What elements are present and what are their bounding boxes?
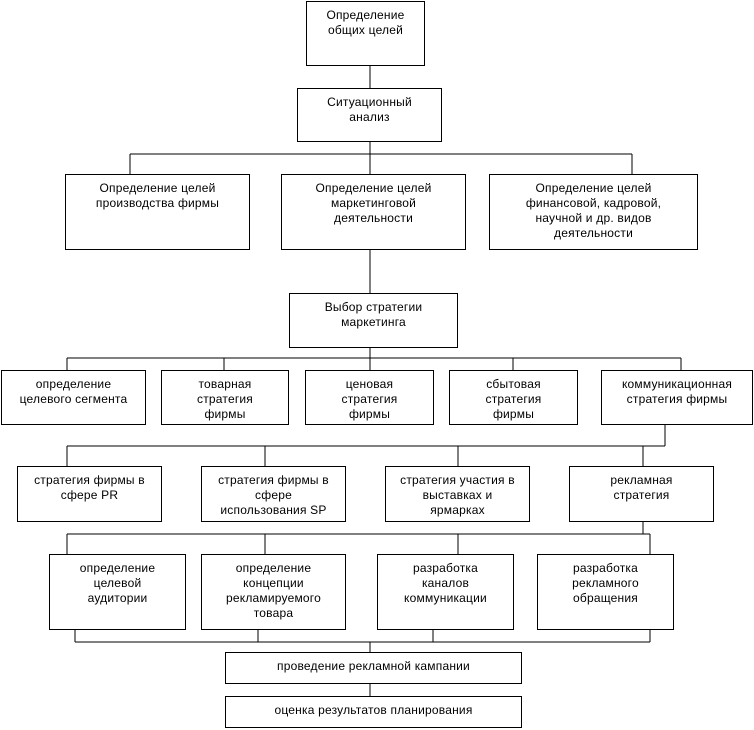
node-ad-message: разработка рекламного обращения: [537, 554, 674, 630]
node-product-concept: определение концепции рекламируемого тов…: [201, 554, 346, 630]
node-evaluation: оценка результатов планирования: [225, 696, 522, 728]
node-price-strategy: ценовая стратегия фирмы: [305, 370, 434, 425]
node-marketing-goals: Определение целей маркетинговой деятельн…: [281, 174, 466, 250]
node-sales-strategy: сбытовая стратегия фирмы: [449, 370, 578, 425]
node-other-goals: Определение целей финансовой, кадровой, …: [489, 174, 698, 250]
node-campaign: проведение рекламной кампании: [225, 652, 522, 684]
node-channels: разработка каналов коммуникации: [377, 554, 514, 630]
node-product-strategy: товарная стратегия фирмы: [161, 370, 289, 425]
node-pr-strategy: стратегия фирмы в сфере PR: [17, 466, 162, 522]
node-communication-strategy: коммуникационная стратегия фирмы: [601, 370, 753, 425]
node-sp-strategy: стратегия фирмы в сфере использования SP: [201, 466, 346, 522]
node-target-audience: определение целевой аудитории: [49, 554, 186, 630]
node-target-segment: определение целевого сегмента: [1, 370, 146, 425]
node-marketing-strategy: Выбор стратегии маркетинга: [289, 293, 458, 348]
node-situational-analysis: Ситуационный анализ: [297, 88, 442, 142]
node-advertising-strategy: рекламная стратегия: [569, 466, 714, 522]
node-production-goals: Определение целей производства фирмы: [65, 174, 250, 250]
node-general-goals: Определение общих целей: [306, 1, 425, 66]
node-exhibitions-strategy: стратегия участия в выставках и ярмарках: [385, 466, 530, 522]
